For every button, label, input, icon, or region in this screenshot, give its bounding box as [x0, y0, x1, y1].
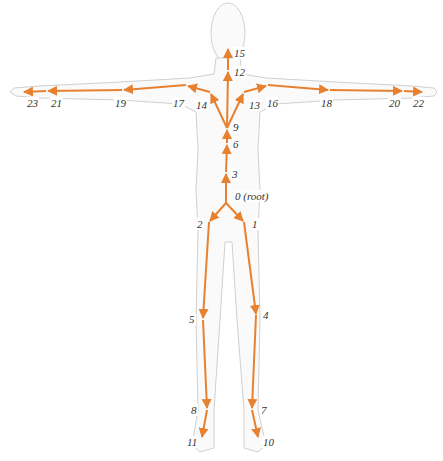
joint-number: 7 [260, 404, 268, 416]
joint-number: 17 [172, 97, 185, 109]
joint-number: 13 [248, 99, 261, 111]
joint-number: 22 [412, 97, 425, 109]
joint-number: 19 [114, 97, 127, 109]
joint-number: 10 [262, 436, 275, 448]
joint-number: 4 [262, 309, 270, 321]
bone-arrows [24, 49, 422, 437]
joint-number: 3 [231, 168, 239, 180]
joint-number: 21 [50, 97, 63, 109]
joint-number: 5 [188, 313, 196, 325]
joint-number: 0 (root) [234, 190, 270, 202]
joint-number: 1 [251, 218, 259, 230]
joint-number: 15 [233, 47, 246, 59]
joint-number: 20 [388, 97, 401, 109]
joint-number: 18 [320, 97, 333, 109]
joint-number: 14 [195, 99, 208, 111]
joint-number: 9 [232, 121, 240, 133]
joint-number: 16 [266, 97, 279, 109]
joint-number: 8 [190, 404, 198, 416]
joint-number: 2 [196, 218, 204, 230]
joint-number: 6 [232, 138, 240, 150]
joint-number: 23 [26, 97, 39, 109]
joint-number: 11 [186, 436, 198, 448]
joint-number: 12 [233, 66, 246, 78]
